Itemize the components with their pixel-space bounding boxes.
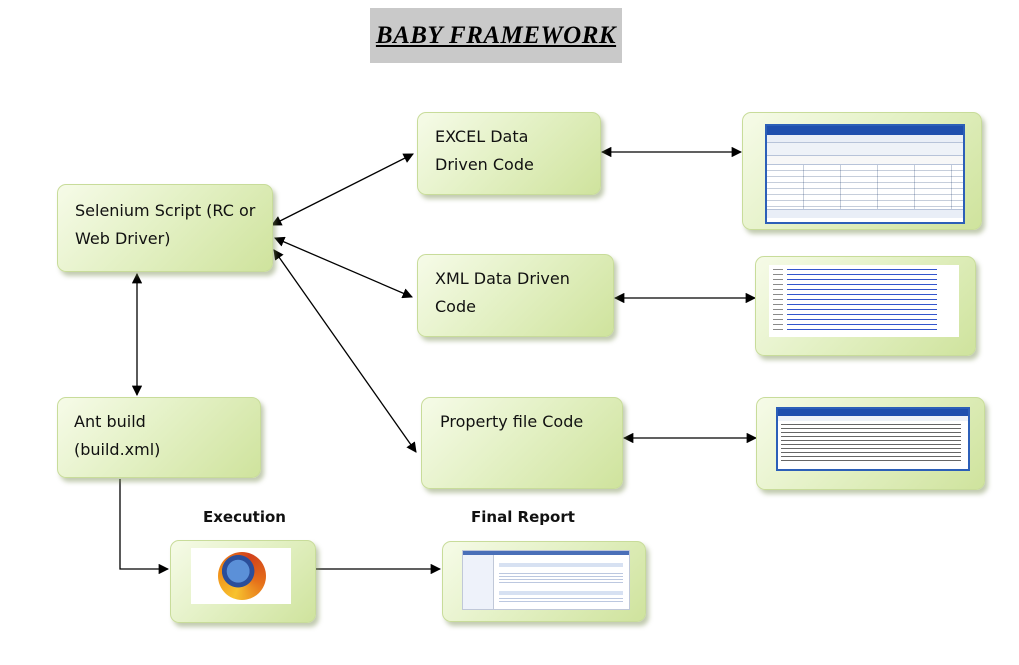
- excel-data-label: EXCEL Data Driven Code: [435, 127, 534, 174]
- final-report-box: [442, 541, 646, 622]
- property-thumbnail-frame: [756, 397, 985, 490]
- selenium-script-box: Selenium Script (RC or Web Driver): [57, 184, 273, 272]
- ant-build-box: Ant build (build.xml): [57, 397, 261, 478]
- arrow-selenium-property: [273, 249, 417, 453]
- property-file-box: Property file Code: [421, 397, 623, 489]
- notepad-screenshot: [776, 407, 970, 471]
- xml-thumbnail-frame: [755, 256, 976, 356]
- report-screenshot: [462, 550, 630, 610]
- arrow-ant-execution: [119, 479, 170, 575]
- firefox-logo: [191, 548, 291, 604]
- excel-screenshot: [765, 124, 965, 224]
- xml-data-box: XML Data Driven Code: [417, 254, 614, 337]
- xml-code-screenshot: [769, 265, 959, 337]
- selenium-script-label: Selenium Script (RC or Web Driver): [75, 201, 256, 248]
- diagram-title-text: BABY FRAMEWORK: [375, 21, 617, 49]
- execution-browser-box: [170, 540, 316, 623]
- xml-data-label: XML Data Driven Code: [435, 269, 570, 316]
- final-report-caption: Final Report: [471, 508, 575, 526]
- diagram-title: BABY FRAMEWORK: [370, 8, 622, 63]
- excel-thumbnail-frame: [742, 112, 982, 230]
- arrow-selenium-xml: [274, 236, 413, 299]
- arrow-selenium-excel: [271, 153, 414, 226]
- excel-data-box: EXCEL Data Driven Code: [417, 112, 601, 195]
- execution-caption: Execution: [203, 508, 286, 526]
- property-file-label: Property file Code: [440, 412, 584, 431]
- ant-build-label: Ant build (build.xml): [74, 412, 161, 459]
